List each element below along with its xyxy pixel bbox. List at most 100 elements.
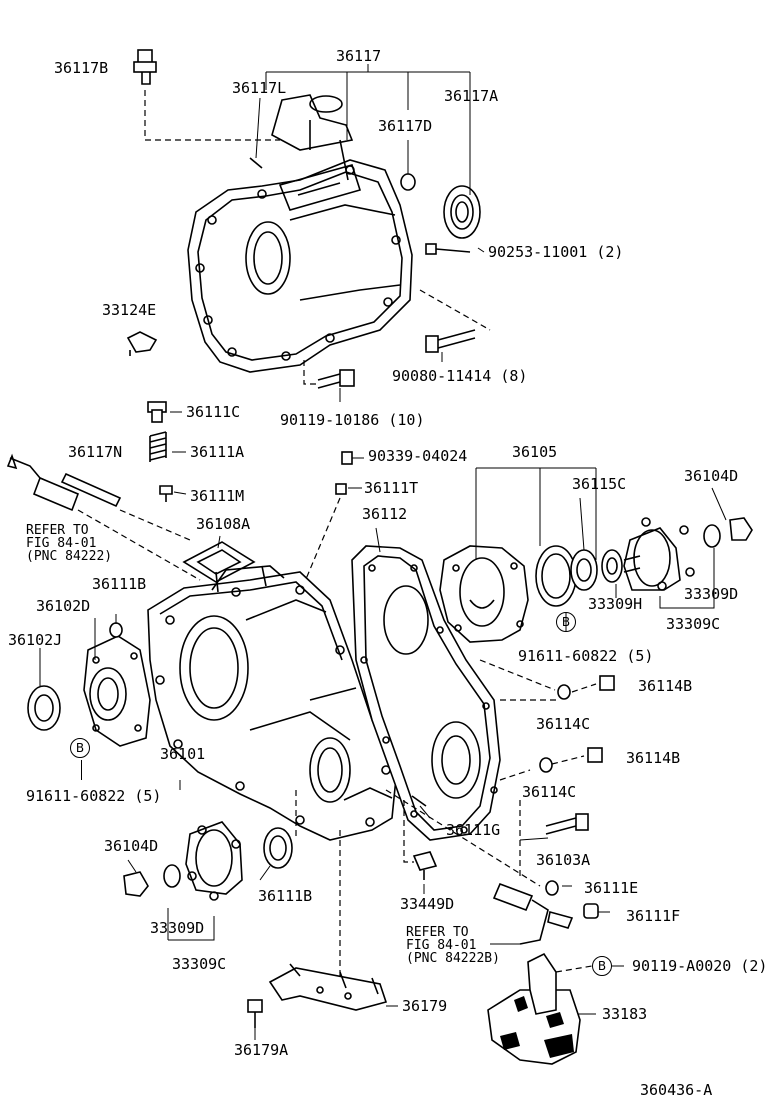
speed-sensor-drawing xyxy=(492,882,574,945)
oil-seal-36111b-bottom-drawing xyxy=(263,827,293,869)
plug-36111f-drawing xyxy=(583,903,599,919)
part-label-36108a: 36108A xyxy=(196,515,251,533)
skid-plate-drawing xyxy=(268,830,388,1011)
part-label-33309h: 33309H xyxy=(588,595,643,613)
part-label-90119-a0020: 90119-A0020 (2) xyxy=(632,957,767,975)
plug-drawing xyxy=(400,173,416,191)
shift-rod-drawing xyxy=(6,453,201,581)
gasket-36115c-drawing xyxy=(535,545,577,607)
callout-stem xyxy=(81,760,82,780)
part-label-36103a: 36103A xyxy=(536,851,591,869)
plug-36114b-1-drawing xyxy=(599,675,615,691)
part-label-36117a: 36117A xyxy=(444,87,499,105)
bolt-90253-drawing xyxy=(425,243,471,255)
plug-36111b-drawing xyxy=(109,622,123,638)
part-label-33309d-bottom: 33309D xyxy=(150,919,205,937)
gasket-drawing xyxy=(182,541,256,583)
part-label-90080-11414: 90080-11414 (8) xyxy=(392,367,528,385)
washer-33309d-top-drawing xyxy=(703,524,721,548)
plug-36114b-2-drawing xyxy=(587,747,603,763)
reference-note-line: (PNC 84222) xyxy=(26,549,113,564)
part-label-33183: 33183 xyxy=(602,1005,648,1023)
bracket-33449d-drawing xyxy=(403,800,438,880)
part-label-36117d: 36117D xyxy=(378,117,433,135)
transfer-case-main-drawing xyxy=(147,565,397,841)
part-label-36104d-bottom: 36104D xyxy=(104,837,159,855)
part-label-36111b-top: 36111B xyxy=(92,575,147,593)
reference-note-upper: REFER TO FIG 84-01 (PNC 84222) xyxy=(26,524,112,563)
part-label-36179: 36179 xyxy=(402,997,448,1015)
companion-flange-bottom-drawing xyxy=(185,821,243,901)
callout-marker-b-mount: B xyxy=(592,956,612,976)
part-label-36111t: 36111T xyxy=(364,479,419,497)
washer-33309h-drawing xyxy=(601,549,623,583)
reference-note-lower: REFER TO FIG 84-01 (PNC 84222B) xyxy=(406,926,500,965)
part-label-90119-10186: 90119-10186 (10) xyxy=(280,411,425,429)
reference-note-line: REFER TO xyxy=(406,925,469,940)
part-label-33309c-bottom: 33309C xyxy=(172,955,227,973)
callout-marker-b-left: B xyxy=(70,738,90,758)
reference-note-line: FIG 84-01 xyxy=(406,938,477,953)
pin-36111g-drawing xyxy=(411,795,427,807)
plug-36111t-drawing xyxy=(335,483,347,495)
part-label-90339-04024: 90339-04024 xyxy=(368,447,468,465)
rear-extension-drawing xyxy=(439,545,529,643)
bracket-33124e-drawing xyxy=(126,331,158,356)
bolt-36179a-drawing xyxy=(247,999,263,1028)
companion-flange-top-drawing xyxy=(623,517,695,591)
nut-36104d-top-drawing xyxy=(729,517,753,541)
nut-36104d-bottom-drawing xyxy=(123,871,149,897)
oil-seal-rear-drawing xyxy=(570,549,598,591)
dashed-leader xyxy=(499,769,531,781)
part-label-36117n: 36117N xyxy=(68,443,123,461)
reference-note-line: (PNC 84222B) xyxy=(406,951,500,966)
rear-case-drawing xyxy=(351,545,501,841)
oil-seal-36102j-drawing xyxy=(27,685,61,731)
bolt-90080-drawing xyxy=(419,289,491,353)
part-label-36111a: 36111A xyxy=(190,443,245,461)
part-label-36114c-1: 36114C xyxy=(536,715,591,733)
part-label-36111g: 36111G xyxy=(446,821,501,839)
extension-housing-drawing xyxy=(187,94,413,373)
oil-seal-drawing xyxy=(443,185,481,239)
part-label-36114c-2: 36114C xyxy=(522,783,577,801)
part-label-36104d-top: 36104D xyxy=(684,467,739,485)
part-label-36101: 36101 xyxy=(160,745,206,763)
dashed-leader xyxy=(385,789,541,887)
part-label-33309c-top: 33309C xyxy=(666,615,721,633)
callout-marker-b-right: B xyxy=(556,612,576,632)
part-label-36114b-2: 36114B xyxy=(626,749,681,767)
breather-plug-drawing xyxy=(133,49,280,141)
dashed-leader xyxy=(479,659,556,691)
plug-90339-drawing xyxy=(341,451,353,465)
part-label-91611-60822-right: 91611-60822 (5) xyxy=(518,647,654,665)
front-cover-drawing xyxy=(83,635,151,747)
part-label-36111e: 36111E xyxy=(584,879,639,897)
washer-33309d-bottom-drawing xyxy=(163,864,181,888)
engine-mount-drawing xyxy=(487,952,593,1065)
pin-drawing xyxy=(249,157,263,169)
dashed-leader xyxy=(571,683,597,693)
gasket-36114c-2-drawing xyxy=(539,757,553,773)
part-label-36117: 36117 xyxy=(336,47,382,65)
gasket-36114c-1-drawing xyxy=(557,684,571,700)
gasket-36111e-drawing xyxy=(545,880,559,896)
reference-note-line: REFER TO xyxy=(26,523,89,538)
reference-note-line: FIG 84-01 xyxy=(26,536,97,551)
dashed-leader xyxy=(551,755,585,765)
part-label-36111c: 36111C xyxy=(186,403,241,421)
part-label-36111m: 36111M xyxy=(190,487,245,505)
part-label-36179a: 36179A xyxy=(234,1041,289,1059)
part-label-90253-11001: 90253-11001 (2) xyxy=(488,243,624,261)
diagram-id: 360436-A xyxy=(640,1081,713,1099)
leader-lines xyxy=(39,64,727,1040)
part-label-33309d-top: 33309D xyxy=(684,585,739,603)
part-label-36117l: 36117L xyxy=(232,79,287,97)
part-label-33124e: 33124E xyxy=(102,301,157,319)
part-label-36102d: 36102D xyxy=(36,597,91,615)
part-label-36111f: 36111F xyxy=(626,907,681,925)
part-label-91611-60822-left: 91611-60822 (5) xyxy=(26,787,162,805)
part-label-36105: 36105 xyxy=(512,443,558,461)
